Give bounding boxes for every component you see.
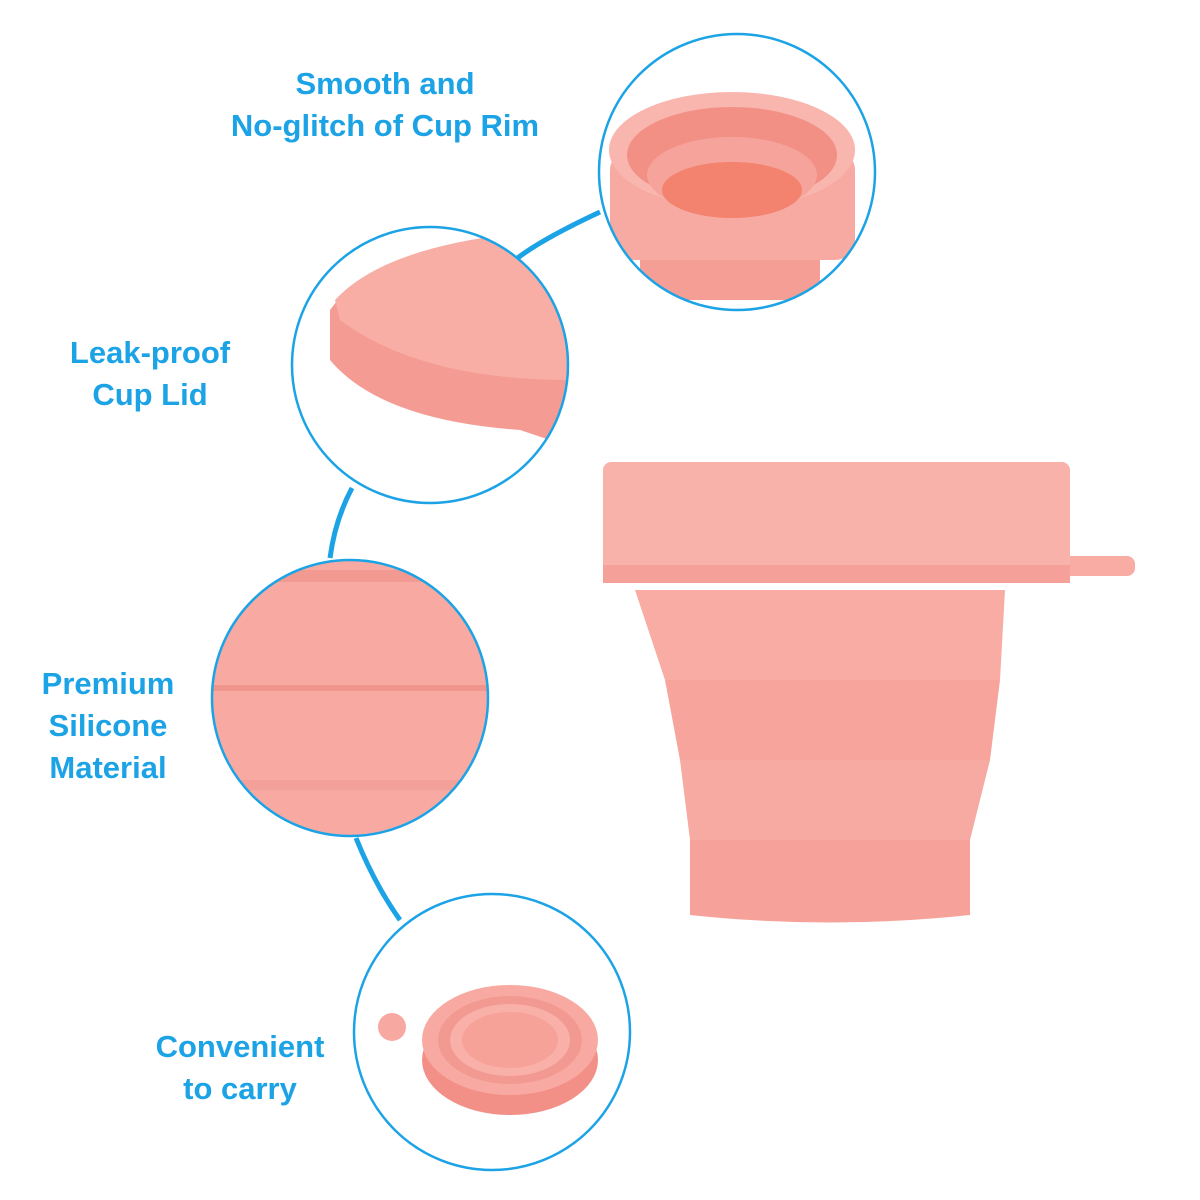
detail-lid bbox=[330, 230, 568, 450]
label-line: Leak-proof bbox=[69, 335, 231, 370]
feature-label-carry: Convenient to carry bbox=[156, 1026, 325, 1110]
label-line: to carry bbox=[183, 1071, 297, 1106]
connector-line bbox=[513, 209, 602, 262]
label-line: Smooth and bbox=[295, 66, 475, 101]
detail-rim bbox=[609, 92, 855, 300]
label-line: Material bbox=[49, 750, 167, 785]
label-line: No-glitch of Cup Rim bbox=[230, 108, 540, 143]
label-line: Silicone bbox=[48, 708, 168, 743]
label-line: Cup Lid bbox=[92, 377, 208, 412]
detail-material bbox=[212, 560, 488, 836]
feature-label-lid: Leak-proof Cup Lid bbox=[70, 332, 230, 416]
connector-line bbox=[327, 486, 355, 559]
label-line: Premium bbox=[41, 666, 175, 701]
main-cup bbox=[603, 462, 1135, 923]
detail-folded bbox=[378, 985, 598, 1115]
connector-line bbox=[353, 837, 403, 922]
feature-label-rim: Smooth and No-glitch of Cup Rim bbox=[231, 63, 539, 147]
label-line: Convenient bbox=[155, 1029, 325, 1064]
feature-label-material: Premium Silicone Material bbox=[42, 663, 175, 789]
